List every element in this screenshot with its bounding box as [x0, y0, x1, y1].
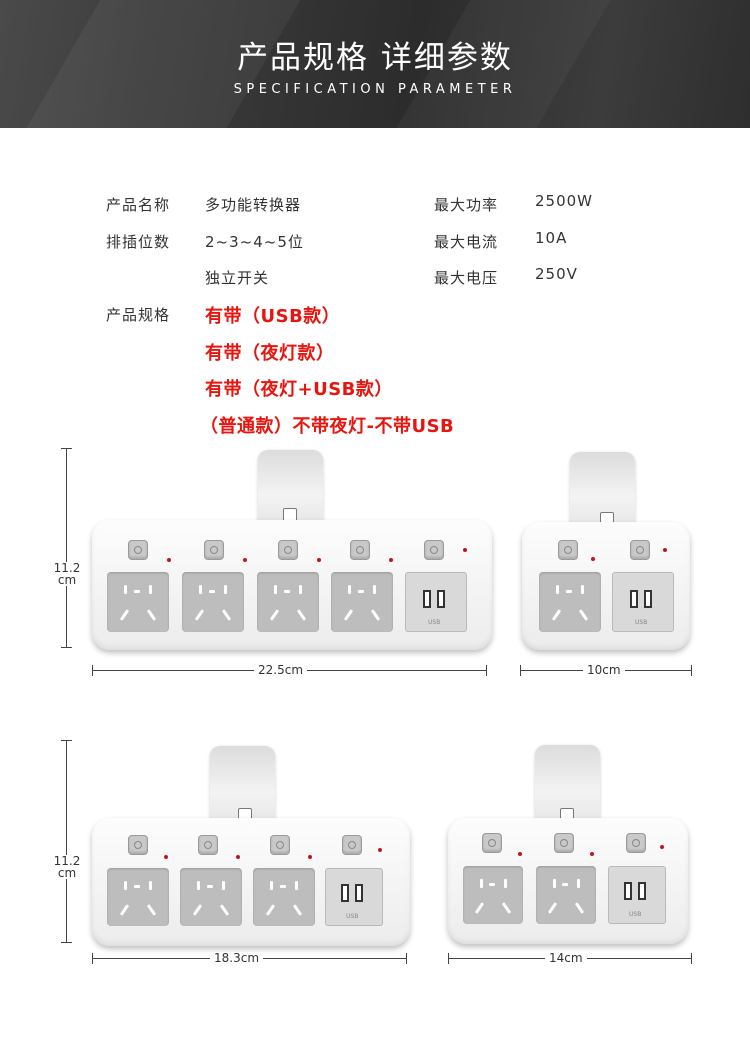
usb-port-icon [608, 866, 666, 924]
spec-power-label: 最大功率 [434, 196, 499, 214]
header-banner: 产品规格 详细参数 SPECIFICATION PARAMETER [0, 0, 750, 128]
width-label-4-slot: 18.3cm [210, 952, 264, 964]
spec-voltage-value: 250V [535, 265, 578, 283]
spec-slots-label: 排插位数 [106, 233, 171, 251]
width-label-3-slot: 14cm [545, 952, 587, 964]
socket-icon [463, 866, 523, 924]
model-option-nightlight: 有带（夜灯款） [205, 343, 335, 364]
socket-icon [536, 866, 596, 924]
spec-switch-value: 独立开关 [205, 269, 270, 287]
socket-icon [253, 868, 315, 926]
spec-model-label: 产品规格 [106, 306, 171, 324]
spec-current-label: 最大电流 [434, 233, 499, 251]
page-subtitle: SPECIFICATION PARAMETER [233, 82, 517, 97]
model-option-nightlight-usb: 有带（夜灯+USB款） [205, 379, 393, 400]
height-dimension-line [61, 740, 72, 943]
spec-current-value: 10A [535, 229, 568, 247]
page-title: 产品规格 详细参数 [237, 40, 513, 76]
usb-port-icon [405, 572, 467, 632]
spec-voltage-label: 最大电压 [434, 269, 499, 287]
socket-icon [107, 572, 169, 632]
usb-port-icon [325, 868, 383, 926]
model-option-usb: 有带（USB款） [205, 306, 341, 327]
socket-icon [182, 572, 244, 632]
socket-icon [539, 572, 601, 632]
usb-port-icon [612, 572, 674, 632]
height-dimension-line [61, 448, 72, 648]
spec-slots-value: 2~3~4~5位 [205, 233, 304, 251]
socket-icon [331, 572, 393, 632]
width-label-2-slot: 10cm [583, 664, 625, 676]
spec-power-value: 2500W [535, 192, 594, 210]
spec-name-label: 产品名称 [106, 196, 171, 214]
socket-icon [107, 868, 169, 926]
socket-icon [257, 572, 319, 632]
model-option-standard: （普通款）不带夜灯-不带USB [200, 416, 455, 437]
socket-icon [180, 868, 242, 926]
width-label-5-slot: 22.5cm [254, 664, 308, 676]
spec-name-value: 多功能转换器 [205, 196, 302, 214]
